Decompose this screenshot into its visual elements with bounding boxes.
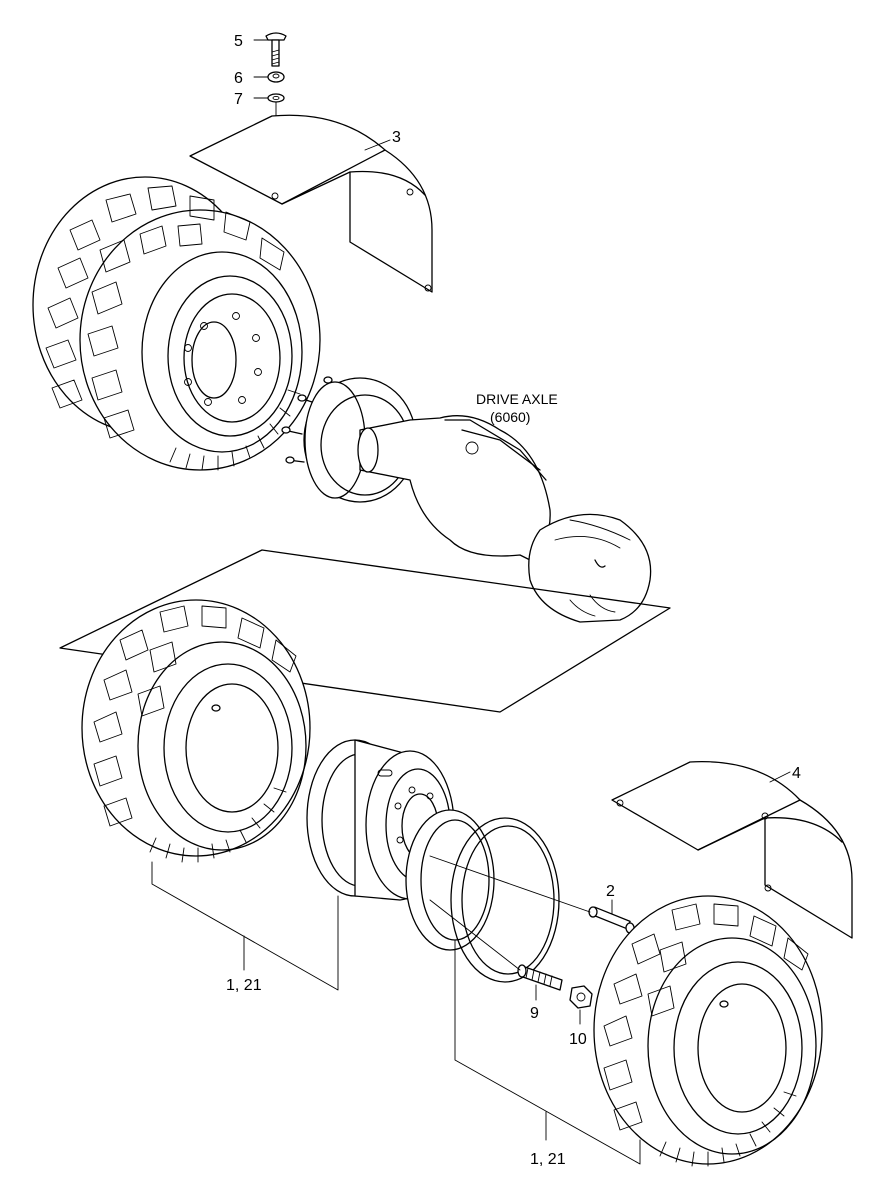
tire-lower-left bbox=[81, 599, 311, 863]
washer-part-6 bbox=[267, 71, 285, 83]
leader-4 bbox=[769, 771, 791, 783]
bracket-set-right bbox=[454, 939, 641, 1165]
washer-part-7 bbox=[267, 93, 285, 103]
callout-4: 4 bbox=[792, 765, 801, 782]
callout-tire-set-right: 1, 21 bbox=[530, 1151, 566, 1168]
exploded-plane bbox=[59, 549, 671, 713]
callout-9: 9 bbox=[530, 1005, 539, 1022]
fender-part-3 bbox=[189, 114, 433, 293]
assembly-line-2 bbox=[429, 855, 591, 913]
bolt-part-5 bbox=[265, 32, 287, 67]
tire-lower-right bbox=[593, 895, 823, 1167]
rim-assembly bbox=[306, 739, 560, 983]
dual-tire-assembly-top bbox=[32, 176, 321, 471]
callout-3: 3 bbox=[392, 129, 401, 146]
callout-6: 6 bbox=[234, 70, 243, 87]
callout-2: 2 bbox=[606, 883, 615, 900]
drive-axle-title: DRIVE AXLE bbox=[476, 391, 558, 407]
nut-part-10 bbox=[569, 985, 593, 1009]
drive-axle-code: (6060) bbox=[490, 409, 530, 425]
callout-5: 5 bbox=[234, 33, 243, 50]
drive-axle bbox=[281, 376, 652, 623]
callout-7: 7 bbox=[234, 91, 243, 108]
bolt-part-2 bbox=[588, 906, 635, 934]
stud-part-9 bbox=[517, 964, 563, 991]
leader-3 bbox=[364, 139, 391, 151]
assembly-line-9 bbox=[429, 899, 521, 971]
bracket-set-left bbox=[151, 861, 339, 991]
callout-10: 10 bbox=[569, 1031, 587, 1048]
callout-tire-set-left: 1, 21 bbox=[226, 977, 262, 994]
fender-part-4 bbox=[611, 761, 853, 939]
